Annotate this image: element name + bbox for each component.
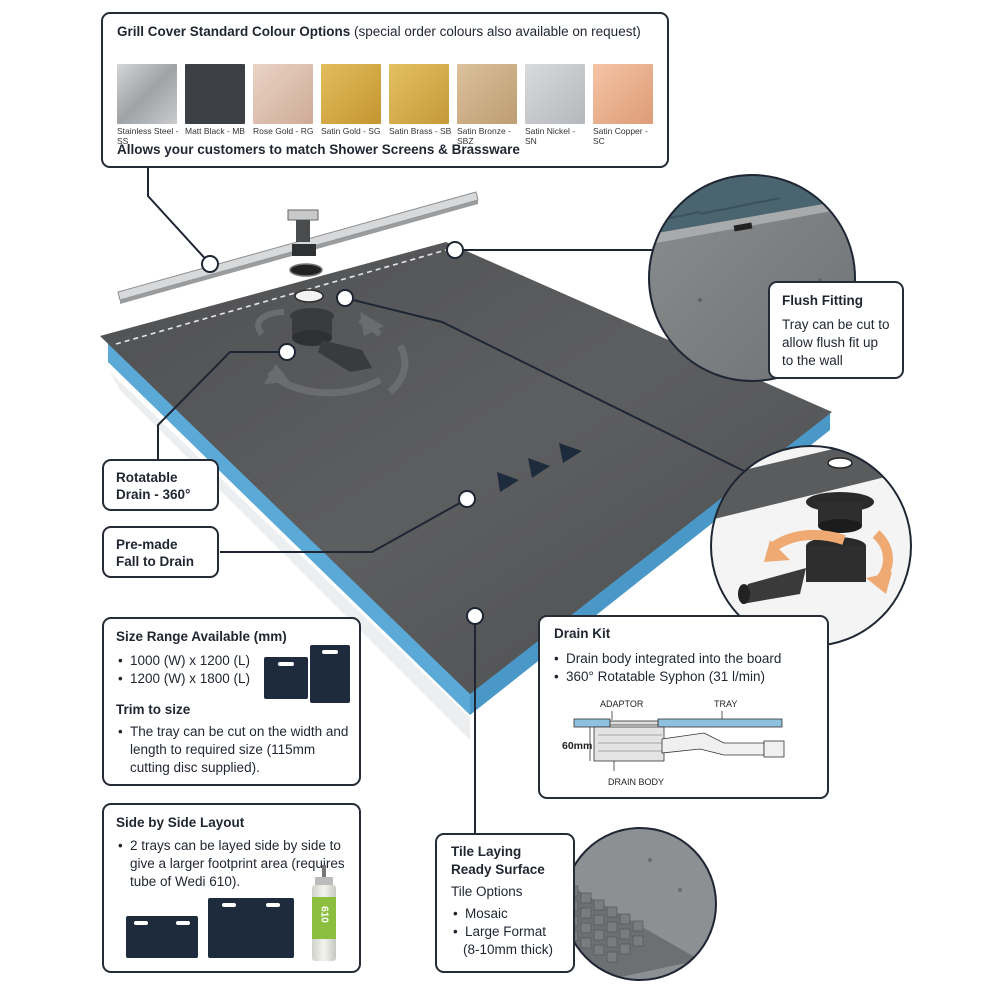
swatch-label: Stainless Steel - SS — [117, 126, 179, 146]
swatch-label: Satin Nickel - SN — [525, 126, 576, 146]
callout-dots — [201, 241, 484, 625]
drain-kit-title: Drain Kit — [554, 626, 611, 641]
tube-neck — [315, 877, 333, 885]
side-by-side-title: Side by Side Layout — [116, 815, 245, 830]
large-tray-icon — [310, 645, 350, 703]
tube-nozzle — [322, 865, 326, 877]
rotatable-drain-line2: Drain - 360° — [116, 487, 191, 502]
swatch-label: Matt Black - MB — [185, 126, 245, 136]
small-tray-icon — [264, 657, 308, 699]
grill-cover — [117, 191, 479, 304]
swatch-label: Rose Gold - RG — [253, 126, 314, 136]
tile-inset — [563, 827, 717, 981]
tile-subtitle: Tile Options — [451, 884, 523, 899]
tile-title-line2: Ready Surface — [451, 862, 545, 877]
trim-list: The tray can be cut on the width and len… — [116, 723, 350, 777]
side-by-side-panel: Side by Side Layout 2 trays can be layed… — [102, 803, 361, 973]
swatch-satin-gold[interactable] — [321, 64, 381, 124]
rotatable-drain-panel: Rotatable Drain - 360° — [102, 459, 219, 511]
tile-option: Large Format — [451, 923, 559, 941]
premade-fall-panel: Pre-made Fall to Drain — [102, 526, 219, 578]
size-item: 1000 (W) x 1200 (L) — [116, 652, 250, 670]
diagram-label-tray: TRAY — [714, 699, 738, 709]
tube-label: 610 — [318, 906, 330, 923]
size-list: 1000 (W) x 1200 (L) 1200 (W) x 1800 (L) — [116, 652, 250, 688]
size-range-panel: Size Range Available (mm) 1000 (W) x 120… — [102, 617, 361, 786]
swatch-satin-nickel[interactable] — [525, 64, 585, 124]
size-item: 1200 (W) x 1800 (L) — [116, 670, 250, 688]
tile-ready-panel: Tile Laying Ready Surface Tile Options M… — [435, 833, 575, 973]
colour-options-footer: Allows your customers to match Shower Sc… — [117, 142, 520, 157]
swatch-label: Satin Copper - SC — [593, 126, 648, 146]
leader-lines — [147, 168, 747, 836]
colour-options-title: Grill Cover Standard Colour Options — [117, 24, 351, 39]
swatch-satin-bronze[interactable] — [457, 64, 517, 124]
diagram-label-drain-body: DRAIN BODY — [608, 777, 665, 787]
drain-kit-item: 360° Rotatable Syphon (31 l/min) — [552, 668, 824, 686]
side-by-side-body: 2 trays can be layed side by side to giv… — [116, 837, 356, 891]
swatch-rose-gold[interactable] — [253, 64, 313, 124]
flush-fitting-title: Flush Fitting — [782, 293, 863, 308]
drain-kit-item: Drain body integrated into the board — [552, 650, 824, 668]
tile-option: Mosaic — [451, 905, 559, 923]
colour-options-panel: Grill Cover Standard Colour Options (spe… — [101, 12, 669, 168]
swatch-matt-black[interactable] — [185, 64, 245, 124]
drain-assembly — [255, 289, 409, 397]
tile-title-line1: Tile Laying — [451, 844, 522, 859]
swatch-stainless-steel[interactable] — [117, 64, 177, 124]
tile-options-list: Mosaic Large Format — [451, 905, 559, 941]
premade-fall-line2: Fall to Drain — [116, 554, 195, 569]
diagram-label-depth: 60mm — [562, 740, 593, 752]
drain-kit-panel: Drain Kit Drain body integrated into the… — [538, 615, 829, 799]
size-range-title: Size Range Available (mm) — [116, 629, 287, 644]
drain-section-diagram — [573, 711, 785, 771]
swatch-satin-brass[interactable] — [389, 64, 449, 124]
drain-kit-list: Drain body integrated into the board 360… — [552, 650, 824, 686]
premade-fall-line1: Pre-made — [116, 537, 178, 552]
side-tray-large-icon — [208, 898, 294, 958]
flush-fitting-panel: Flush Fitting Tray can be cut to allow f… — [768, 281, 904, 379]
tile-note: (8-10mm thick) — [463, 942, 554, 957]
swatch-label: Satin Gold - SG — [321, 126, 381, 136]
wedi-tube-icon: 610 — [312, 885, 336, 961]
swatch-label: Satin Brass - SB — [389, 126, 452, 136]
side-by-side-list: 2 trays can be layed side by side to giv… — [116, 837, 356, 891]
diagram-label-adaptor: ADAPTOR — [600, 699, 644, 709]
flush-fitting-body: Tray can be cut to allow flush fit up to… — [782, 317, 890, 368]
fall-arrows — [497, 443, 582, 492]
swatch-label: Satin Bronze - SBZ — [457, 126, 511, 146]
colour-options-heading: Grill Cover Standard Colour Options (spe… — [117, 24, 641, 39]
rotatable-drain-line1: Rotatable — [116, 470, 178, 485]
side-tray-small-icon — [126, 916, 198, 958]
colour-options-note: (special order colours also available on… — [354, 24, 641, 39]
trim-title: Trim to size — [116, 702, 191, 717]
trim-body: The tray can be cut on the width and len… — [116, 723, 350, 777]
swatch-satin-copper[interactable] — [593, 64, 653, 124]
